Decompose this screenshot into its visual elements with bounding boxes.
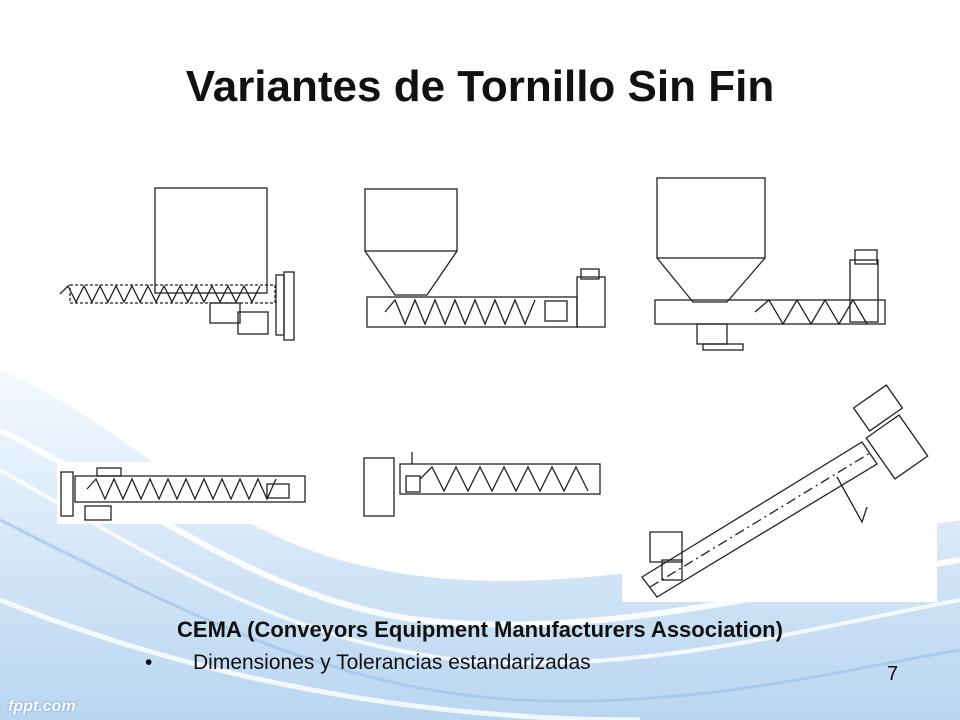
conveyor-diagram-inclined — [622, 382, 937, 602]
bullet-text: Dimensiones y Tolerancias estandarizadas — [193, 651, 591, 674]
slide-title: Variantes de Tornillo Sin Fin — [185, 62, 775, 111]
fppt-logo: fppt.com — [8, 698, 76, 715]
conveyor-diagram-open-hopper — [50, 180, 310, 350]
page-number: 7 — [887, 663, 899, 685]
cema-caption: CEMA (Conveyors Equipment Manufacturers … — [177, 617, 783, 642]
conveyor-diagram-tubular — [57, 462, 312, 524]
conveyor-diagram-large-hopper — [645, 172, 905, 357]
conveyor-diagram-conical-hopper — [355, 185, 610, 335]
bullet-item: • Dimensiones y Tolerancias estandarizada… — [145, 651, 591, 675]
conveyor-diagram-trough — [360, 452, 612, 522]
bullet-symbol: • — [145, 651, 153, 674]
